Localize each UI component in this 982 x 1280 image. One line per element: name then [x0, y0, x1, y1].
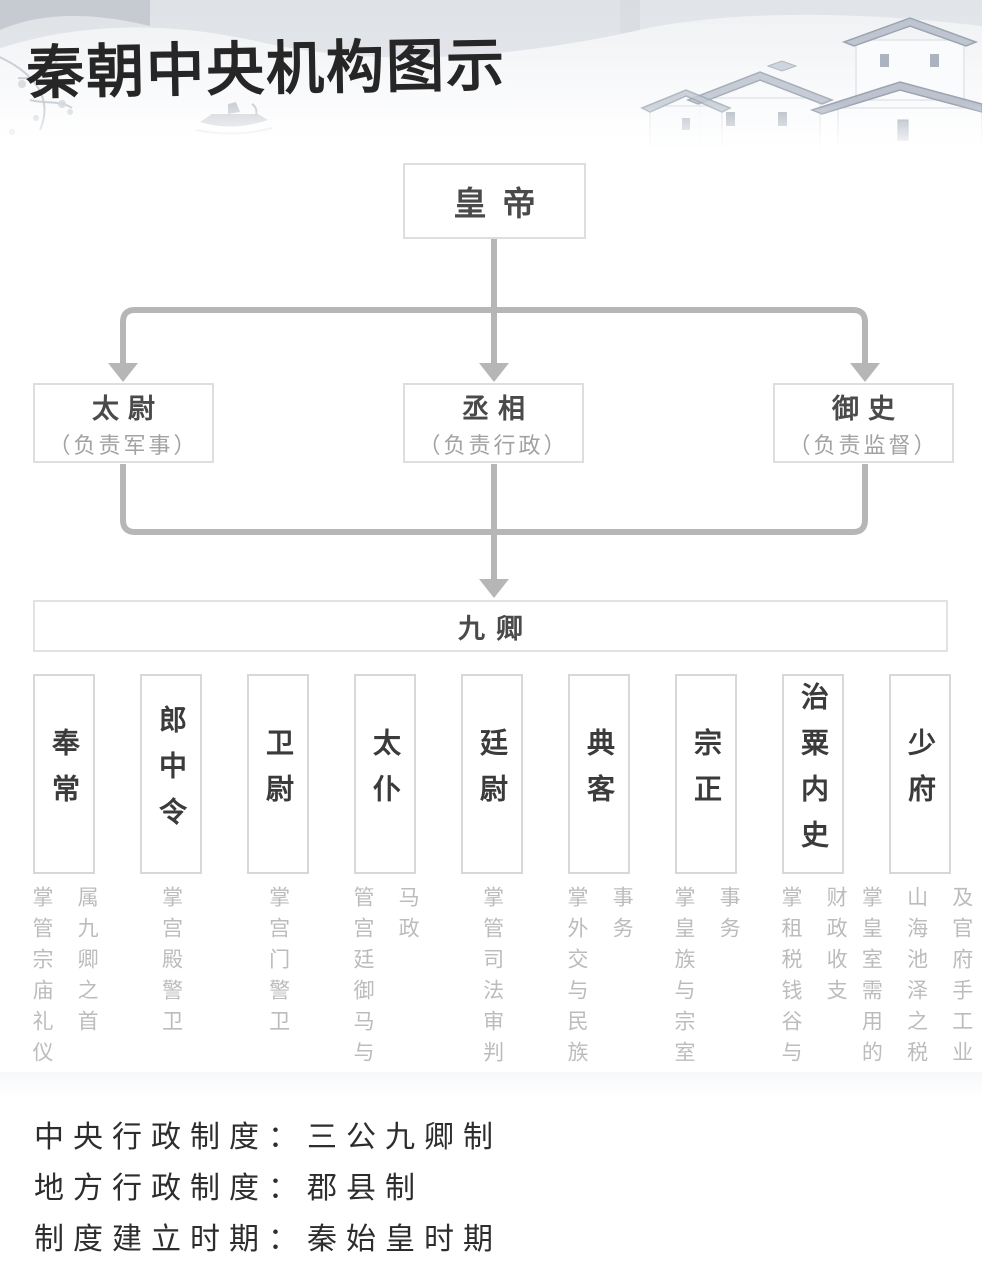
minister-box-taipu: 太仆: [354, 674, 416, 874]
official-role: （负责行政）: [418, 432, 569, 458]
node-yushi: 御史 （负责监督）: [773, 383, 954, 463]
emperor-label: 皇帝: [453, 185, 552, 222]
jiuqing-label: 九卿: [458, 613, 534, 644]
minister-box-shaofu: 少府: [889, 674, 951, 874]
minister-name: 奉常: [49, 728, 80, 820]
minister-box-fengchang: 奉常: [33, 674, 95, 874]
official-name: 御史: [832, 393, 904, 424]
minister-duty-shaofu: 掌皇室需用的山海池泽之税及官府手工业: [859, 886, 973, 1072]
line-top-split: [120, 307, 868, 363]
official-role: （负责监督）: [788, 432, 939, 458]
minister-duty-zongzheng: 掌皇族与宗室事务: [672, 886, 741, 1072]
header: 秦朝中央机构图示: [0, 0, 982, 150]
line-right-merge: [494, 464, 868, 535]
minister-name: 廷尉: [477, 728, 508, 820]
ink-wash-painting: [0, 0, 982, 150]
minister-name: 少府: [905, 728, 936, 820]
minister-box-tingwei: 廷尉: [461, 674, 523, 874]
arrowhead-chengxiang: [479, 363, 509, 382]
minister-duty-dianke: 掌外交与民族事务: [565, 886, 634, 1072]
official-role: （负责军事）: [48, 432, 199, 458]
minister-box-weiwei: 卫尉: [247, 674, 309, 874]
node-emperor: 皇帝: [403, 163, 586, 239]
arrowhead-jiuqing: [479, 579, 509, 598]
arrowhead-taiwei: [108, 363, 138, 382]
minister-box-dianke: 典客: [568, 674, 630, 874]
minister-duty-langzhongling: 掌宫殿警卫: [159, 886, 183, 1041]
minister-duty-fengchang: 掌管宗庙礼仪属九卿之首: [30, 886, 99, 1072]
minister-name: 典客: [584, 728, 615, 820]
minister-name: 郎中令: [156, 705, 187, 843]
mountain-wash: [0, 0, 640, 58]
minister-box-zhisuneishi: 治粟内史: [782, 674, 844, 874]
summary-line-establish-period: 制度建立时期：秦始皇时期: [34, 1222, 502, 1257]
minister-duty-taipu: 管宫廷御马与马政: [351, 886, 420, 1072]
minister-duty-zhisuneishi: 掌租税钱谷与财政收支: [779, 886, 848, 1072]
summary-line-local-system: 地方行政制度：郡县制: [34, 1171, 424, 1206]
minister-name: 宗正: [691, 728, 722, 820]
node-jiuqing: 九卿: [33, 600, 948, 652]
minister-name: 治粟内史: [798, 682, 829, 866]
section-divider: [0, 1072, 982, 1098]
line-left-merge: [120, 464, 494, 535]
arrowhead-yushi: [850, 363, 880, 382]
official-name: 丞相: [462, 393, 534, 424]
minister-duty-weiwei: 掌宫门警卫: [266, 886, 290, 1041]
minister-name: 太仆: [370, 728, 401, 820]
summary-line-central-system: 中央行政制度：三公九卿制: [34, 1120, 502, 1155]
minister-box-langzhongling: 郎中令: [140, 674, 202, 874]
node-chengxiang: 丞相 （负责行政）: [403, 383, 584, 463]
node-taiwei: 太尉 （负责军事）: [33, 383, 214, 463]
minister-box-zongzheng: 宗正: [675, 674, 737, 874]
summary-section: 中央行政制度：三公九卿制 地方行政制度：郡县制 制度建立时期：秦始皇时期: [34, 1112, 502, 1265]
minister-name: 卫尉: [263, 728, 294, 820]
minister-duty-tingwei: 掌管司法审判: [480, 886, 504, 1072]
official-name: 太尉: [92, 393, 164, 424]
page-title: 秦朝中央机构图示: [25, 30, 507, 108]
